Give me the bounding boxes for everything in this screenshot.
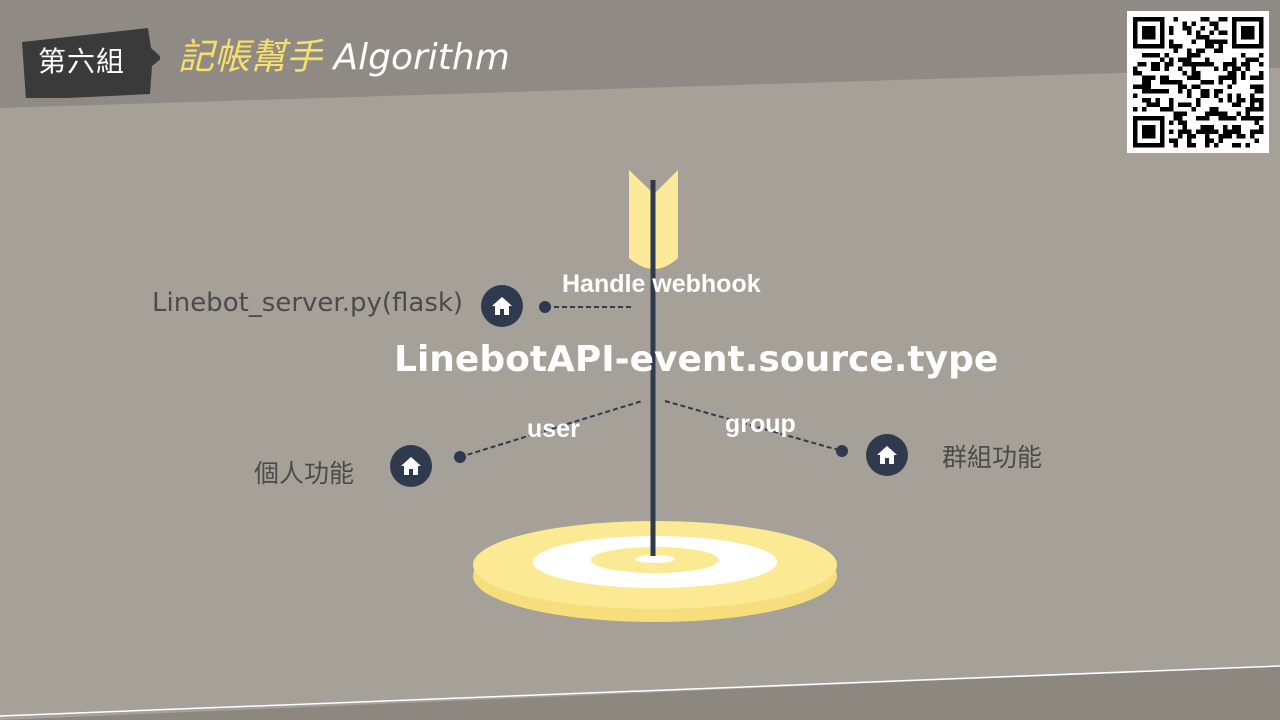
group-badge-shape xyxy=(22,28,160,98)
title-rest: Algorithm xyxy=(333,37,510,78)
home-icon xyxy=(866,434,908,476)
group-badge-label: 第六組 xyxy=(38,45,126,78)
user-branch-label: user xyxy=(527,415,580,443)
qr-code-icon xyxy=(1127,11,1269,153)
group-branch-label: group xyxy=(725,410,796,438)
home-icon xyxy=(481,285,523,327)
server-label: Linebot_server.py(flask) xyxy=(152,288,464,318)
target-center xyxy=(635,555,675,563)
user-dot xyxy=(454,451,466,463)
group-connector xyxy=(664,400,843,452)
title-highlight: 記帳幫手 xyxy=(178,37,323,78)
webhook-dot xyxy=(539,301,551,313)
page-title: 記帳幫手 Algorithm xyxy=(178,28,510,80)
api-label: LinebotAPI-event.source.type xyxy=(394,339,999,380)
personal-function-label: 個人功能 xyxy=(254,459,355,488)
webhook-label: Handle webhook xyxy=(562,270,761,298)
group-function-label: 群組功能 xyxy=(942,443,1043,472)
group-dot xyxy=(836,445,848,457)
home-icon xyxy=(390,445,432,487)
